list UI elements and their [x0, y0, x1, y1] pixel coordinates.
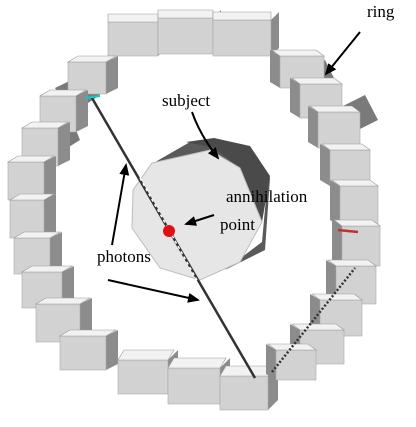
detector-blocks: [6, 9, 381, 411]
detector-block: [212, 11, 279, 57]
label-photons: photons: [97, 247, 151, 266]
arrow-photon-down: [107, 279, 200, 303]
detector-block: [8, 193, 56, 239]
label-ring: ring: [367, 2, 395, 21]
label-subject: subject: [162, 91, 210, 110]
arrow-subject: [191, 111, 220, 160]
detector-block: [270, 49, 325, 89]
detector-block: [219, 365, 278, 411]
detector-block: [66, 55, 118, 95]
arrow-photon-up: [111, 163, 130, 246]
annihilation-point: [163, 225, 175, 237]
detector-hit-right: [337, 228, 359, 234]
detector-ring: [6, 9, 381, 411]
subject-face: [131, 149, 263, 281]
detector-block: [6, 155, 56, 201]
label-annihilation: annihilation: [226, 187, 308, 206]
photon-line-b-dotted: [139, 177, 199, 283]
arrow-annihilation: [184, 214, 215, 226]
detector-block: [107, 13, 166, 57]
detector-hit-top: [85, 95, 101, 99]
photon-paths: [85, 95, 359, 379]
detector-block: [330, 179, 379, 227]
detector-block: [157, 9, 221, 55]
detector-block: [58, 329, 118, 371]
subject-dark-top: [186, 138, 270, 222]
detector-block: [308, 105, 361, 149]
subject: [131, 138, 270, 281]
detector-block: [332, 219, 381, 267]
arrow-ring: [324, 31, 361, 76]
label-point: point: [220, 215, 255, 234]
arrows: [107, 31, 361, 303]
